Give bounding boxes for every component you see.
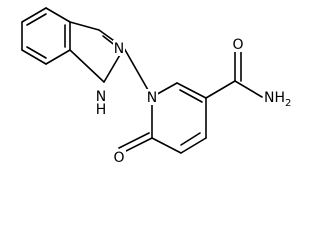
chemical-structure: N N H N O O NH2	[21, 7, 299, 166]
amine-subscript: 2	[285, 98, 291, 109]
nitrogen-label: N	[147, 90, 157, 106]
double-bond-inner	[26, 13, 47, 26]
bond	[205, 80, 236, 99]
bond	[151, 137, 182, 154]
atom-label-amide-o: O	[231, 36, 245, 53]
atom-label-carbonyl-o: O	[112, 149, 126, 166]
amine-nh-text: NH	[264, 90, 285, 106]
n-n-link-bond	[123, 47, 153, 98]
carboxamide-group	[205, 51, 263, 99]
bond	[21, 49, 47, 65]
atom-label-amine-nh: N H	[95, 89, 107, 118]
hydrogen-label: H	[96, 102, 107, 118]
bond	[180, 137, 207, 154]
benzene-ring	[21, 7, 71, 65]
atom-label-amide-nh2: NH2	[263, 89, 299, 109]
nitrogen-label: N	[96, 89, 106, 105]
bond	[121, 137, 153, 154]
bond	[69, 49, 105, 83]
double-bond-inner	[180, 132, 201, 146]
pyridone-ring	[151, 82, 207, 154]
bond	[45, 49, 71, 65]
bond	[21, 7, 47, 23]
double-bond-inner	[26, 46, 47, 59]
atom-label-imine-n: N	[113, 40, 125, 57]
ring-carbonyl	[118, 132, 153, 154]
oxygen-label: O	[232, 37, 243, 53]
bond	[234, 80, 263, 98]
amine-label: NH2	[264, 90, 291, 109]
bond	[118, 132, 150, 149]
bond	[176, 82, 207, 99]
double-bond-inner	[179, 89, 203, 103]
atom-label-pyridone-n: N	[146, 89, 158, 106]
oxygen-label: O	[113, 150, 124, 166]
bond	[45, 7, 71, 23]
nitrogen-label: N	[114, 41, 124, 57]
bond	[69, 21, 100, 31]
